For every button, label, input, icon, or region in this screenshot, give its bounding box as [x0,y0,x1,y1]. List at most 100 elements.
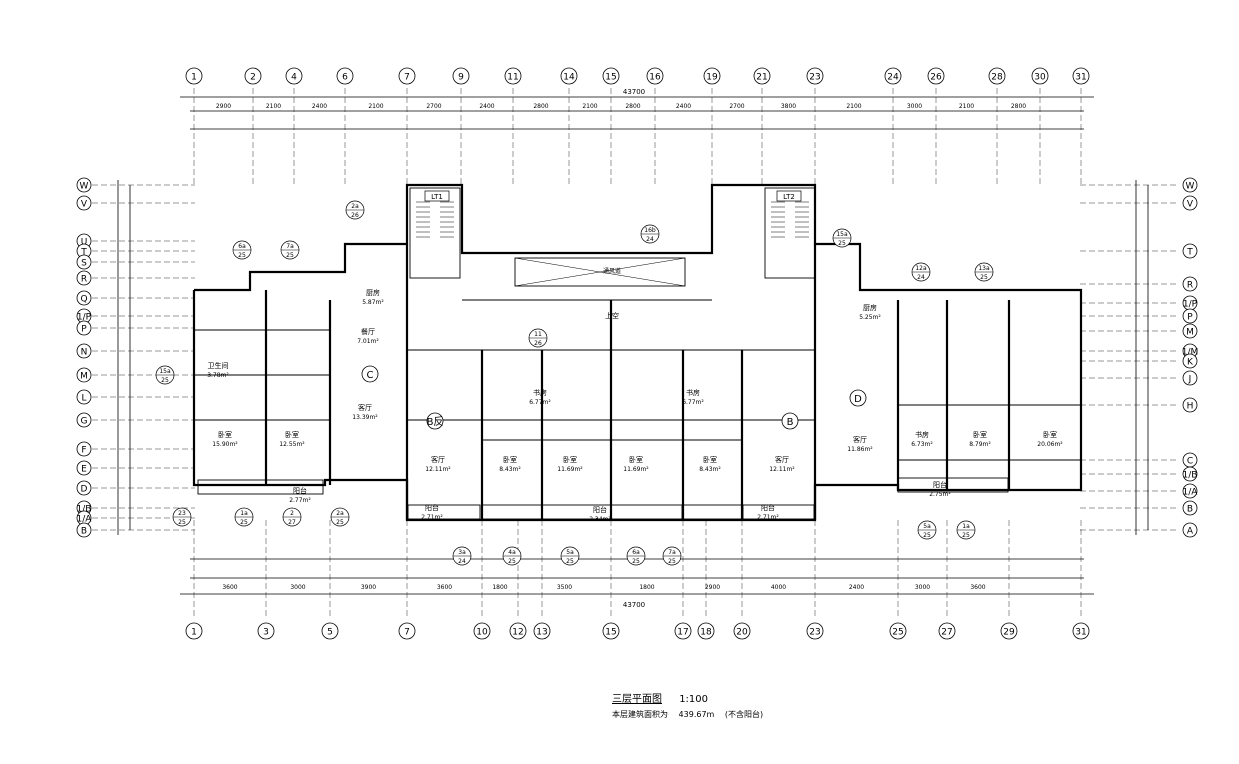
axis-bubble-11: 11 [504,67,522,85]
axis-bubble-25: 25 [889,622,907,640]
axis-bubble-circle [244,67,262,85]
balcony [197,479,324,495]
axis-bubble-B: B [1182,500,1198,516]
room-area: 8.43m² [499,466,521,473]
axis-bubble-7: 7 [398,67,416,85]
axis-bubble-label: 1/A [77,515,93,525]
room-label: 厨房5.87m² [362,288,384,306]
axis-bubble-31: 31 [1072,622,1090,640]
walls [192,183,1083,522]
detail-ref-top: 11 [534,331,542,338]
room-area: 6.77m² [682,399,704,406]
room-name: 阳台 [761,503,775,512]
dimension-text: 3800 [781,103,796,110]
axis-bubble-label: 15 [605,628,616,638]
room-area: 12.55m² [279,441,305,448]
axis-bubble-label: B [81,527,87,537]
axis-bubble-label: M [1186,328,1194,338]
room-area: 2.75m² [929,491,951,498]
room-name: 书房 [686,388,700,397]
room-name: 卧室 [1043,430,1057,439]
drawing-scale: 1:100 [679,694,709,705]
axis-bubble-C: C [1182,452,1198,468]
room-area: 3.78m² [207,372,229,379]
dimension-text: 2900 [216,103,231,110]
detail-ref-bottom: 25 [178,519,186,526]
unit-tag-circle [781,412,799,430]
axis-bubble-4: 4 [285,67,303,85]
axis-bubble-label: D [81,485,88,495]
detail-ref-bottom: 26 [534,340,542,347]
axis-bubble-label: 21 [756,73,767,83]
room-name: 卧室 [629,455,643,464]
axis-bubble-label: Q [80,295,87,305]
stair-tag-box [776,190,802,202]
axis-bubble-R: R [76,270,92,286]
axis-bubble-circle [452,67,470,85]
axis-bubble-label: R [81,275,87,285]
detail-ref-bottom: 25 [336,519,344,526]
area-note: (不含阳台) [724,710,764,719]
axis-bubble-circle [185,622,203,640]
detail-ref-top: 2a [351,203,359,210]
dimension-text: 4000 [771,584,786,591]
axis-bubble-B: B [76,522,92,538]
detail-ref-top: 6a [238,243,246,250]
overall-dimension-bottom: 43700 [623,601,645,609]
room-area: 13.39m² [352,414,378,421]
axis-bubble-21: 21 [753,67,771,85]
room-name: 卧室 [973,430,987,439]
axis-bubble-label: 1/P [77,313,92,323]
detail-ref-bubble: 227 [282,507,302,527]
axis-grid [92,88,1178,618]
axis-bubble-1/B: 1/B [1182,466,1198,482]
dimension-text: 2800 [533,103,548,110]
axis-bubble-label: 5 [327,628,333,638]
axis-bubble-circle [753,67,771,85]
room-area: 2.34m² [589,516,611,523]
axis-bubble-label: U [81,238,88,248]
axis-bubble-label: 13 [536,628,547,638]
axis-bubble-M: M [76,367,92,383]
axis-bubble-D: D [76,480,92,496]
unit-tag-circle [849,389,867,407]
axis-bubble-circle [533,622,551,640]
detail-ref-bottom: 24 [917,274,925,281]
axis-bubble-circle [398,67,416,85]
room-label: 阳台2.75m² [929,480,951,498]
axis-bubble-1: 1 [185,67,203,85]
room-name: 客厅 [853,435,867,444]
detail-ref-top: 7a [668,549,676,556]
detail-ref-bottom: 25 [962,532,970,539]
axis-bubble-label: E [81,465,87,475]
axis-bubble-circle [76,522,92,538]
room-labels: 卧室15.90m²卧室12.55m²客厅13.39m²餐厅7.01m²厨房5.8… [207,267,1063,523]
axis-bubble-label: 10 [476,628,488,638]
balcony [897,477,1009,493]
overall-dimension-top: 43700 [623,88,645,96]
axis-bubble-15: 15 [602,622,620,640]
detail-ref-bottom: 24 [458,558,466,565]
axis-bubble-circle [1182,308,1198,324]
room-area: 5.87m² [362,299,384,306]
axis-bubble-circle [1182,466,1198,482]
dimension-text: 1800 [492,584,507,591]
axis-bubble-label: 1/B [1183,471,1198,481]
room-name: 卧室 [703,455,717,464]
detail-ref-top: 16b [644,227,656,234]
dimension-text: 2400 [479,103,494,110]
axis-bubble-circle [560,67,578,85]
room-name: 书房 [533,388,547,397]
room-label: 卧室8.43m² [699,455,721,473]
